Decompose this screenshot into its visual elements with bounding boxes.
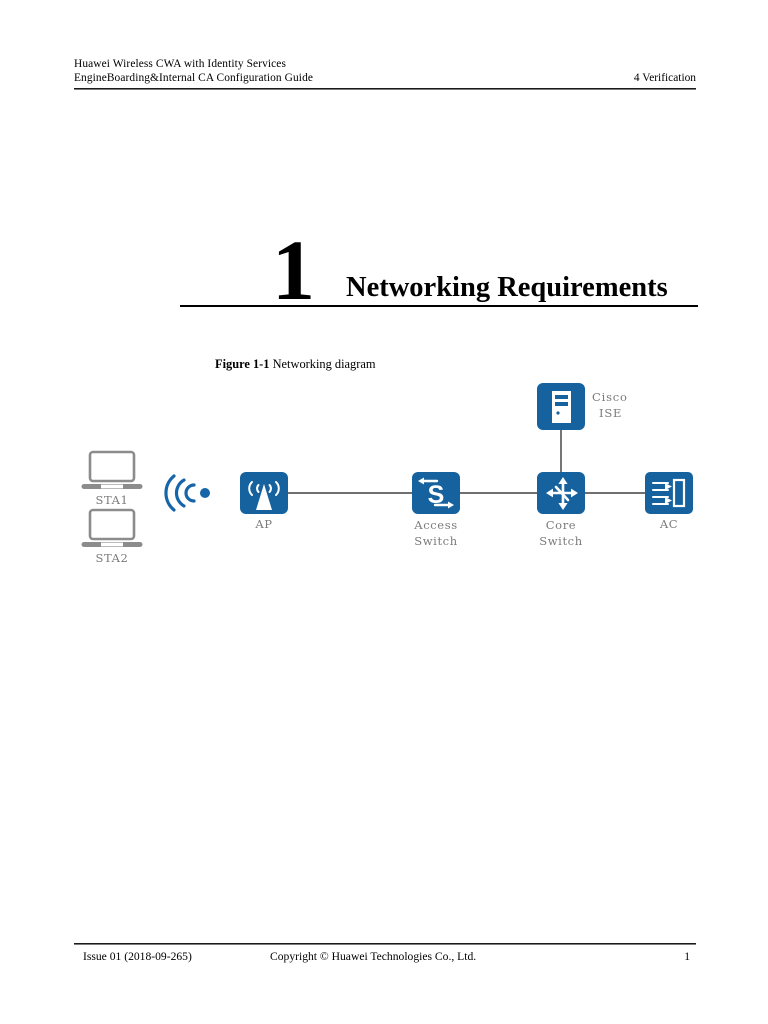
node-core-switch-label-line1: Core xyxy=(546,518,576,532)
chapter-divider xyxy=(180,305,698,307)
diagram-links xyxy=(288,430,645,494)
footer-divider xyxy=(74,943,696,945)
networking-diagram: STA1 STA2 xyxy=(0,370,768,570)
page-title: Networking Requirements xyxy=(346,271,668,303)
footer-issue: Issue 01 (2018-09-265) xyxy=(83,950,192,963)
figure-label: Figure 1-1 xyxy=(215,357,270,371)
node-sta2-label: STA2 xyxy=(96,551,129,565)
node-cisco-ise: Cisco ISE xyxy=(537,383,628,430)
node-ac-label: AC xyxy=(659,517,678,531)
page-number: 1 xyxy=(684,950,690,963)
header-document-title: Huawei Wireless CWA with Identity Servic… xyxy=(74,57,313,85)
figure-caption: Figure 1-1 Networking diagram xyxy=(215,356,376,372)
node-ac: AC xyxy=(645,472,693,531)
node-ap: AP xyxy=(240,472,288,531)
header-section-reference: 4 Verification xyxy=(633,72,696,85)
node-sta1: STA1 xyxy=(81,450,143,507)
node-core-switch-label-line2: Switch xyxy=(539,534,582,548)
header-divider xyxy=(74,88,696,90)
chapter-heading: 1 Networking Requirements xyxy=(180,222,698,319)
wlan-controller-icon xyxy=(645,472,693,514)
header-title-line1: Huawei Wireless CWA with Identity Servic… xyxy=(74,58,286,70)
node-cisco-ise-label-line2: ISE xyxy=(599,406,622,420)
document-header: Huawei Wireless CWA with Identity Servic… xyxy=(74,57,696,85)
node-access-switch: S Access Switch xyxy=(412,472,460,548)
switch-letter: S xyxy=(428,481,445,509)
chapter-number: 1 xyxy=(272,222,315,319)
wifi-signal-icon xyxy=(164,474,210,512)
header-title-line2: EngineBoarding&Internal CA Configuration… xyxy=(74,72,314,85)
node-sta1-label: STA1 xyxy=(96,493,129,507)
node-cisco-ise-label-line1: Cisco xyxy=(592,390,628,404)
node-access-switch-label-line1: Access xyxy=(413,518,457,532)
footer-copyright: Copyright © Huawei Technologies Co., Ltd… xyxy=(270,950,477,963)
laptop-icon xyxy=(81,450,143,489)
node-core-switch: Core Switch xyxy=(537,472,585,548)
figure-title: Networking diagram xyxy=(272,357,376,371)
node-sta2: STA2 xyxy=(81,508,143,565)
node-ap-label: AP xyxy=(254,517,272,531)
node-access-switch-label-line2: Switch xyxy=(414,534,457,548)
laptop-icon xyxy=(81,508,143,547)
